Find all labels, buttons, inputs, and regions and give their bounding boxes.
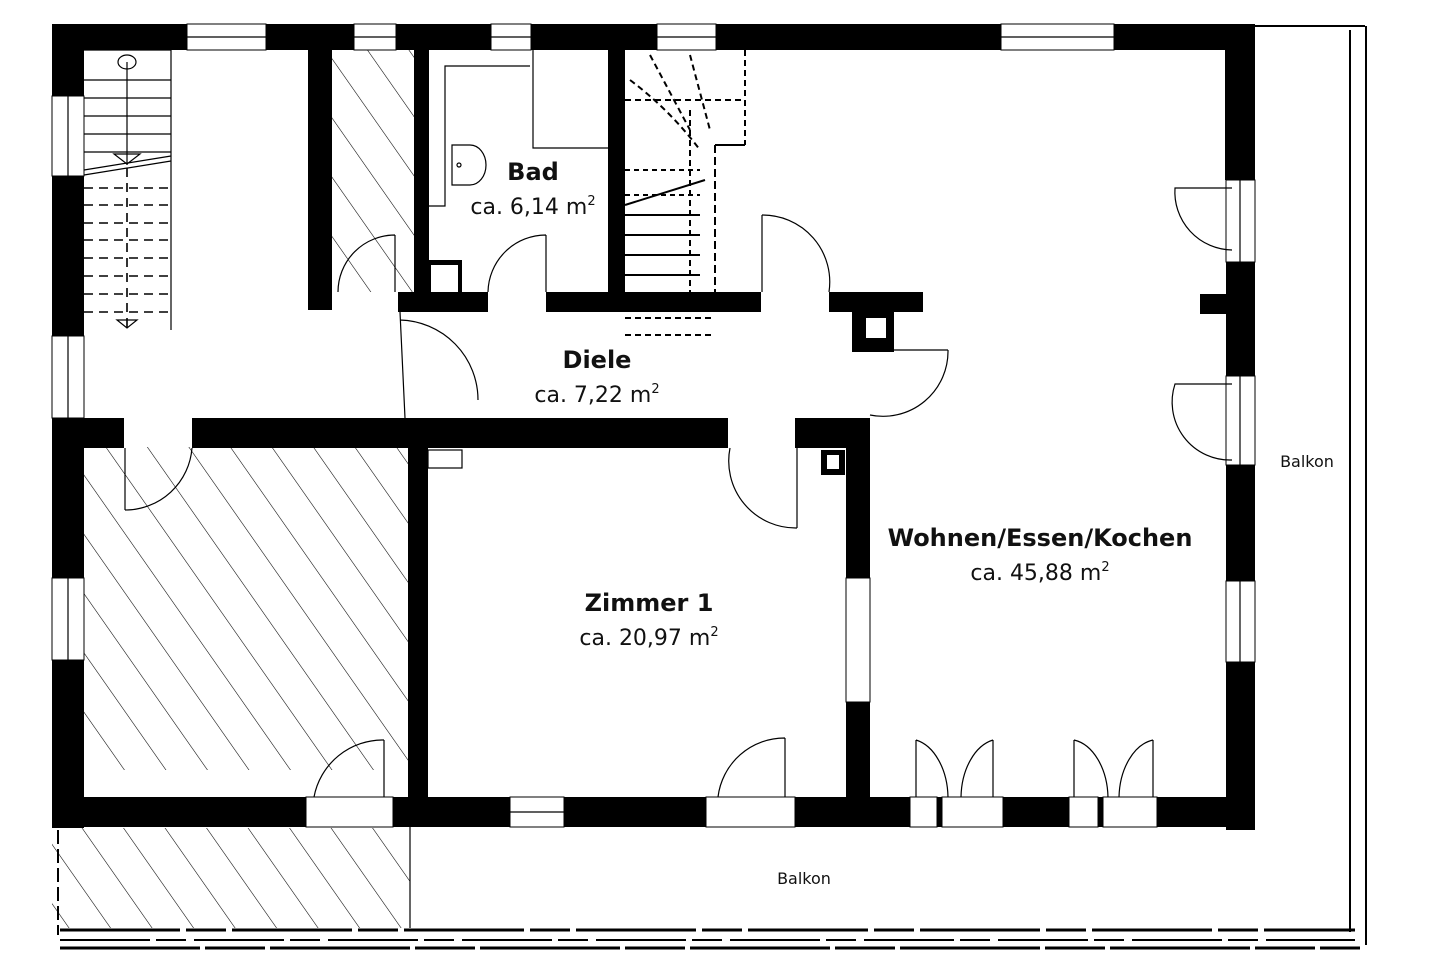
balcony-label-right: Balkon xyxy=(1280,452,1334,471)
bottom-railing xyxy=(57,830,1360,950)
room-label-wohnen-essen-kochen: Wohnen/Essen/Kochen ca. 45,88 m2 xyxy=(888,523,1193,589)
room-name: Diele xyxy=(562,346,632,374)
interior-walls xyxy=(52,50,923,802)
hatched-storage-area xyxy=(332,50,414,292)
bathroom-fixtures xyxy=(429,50,608,207)
room-name: Bad xyxy=(507,158,559,186)
room-name: Zimmer 1 xyxy=(584,589,714,617)
sink-icon xyxy=(451,144,487,186)
room-area: ca. 6,14 m2 xyxy=(470,194,596,220)
hatched-left-room xyxy=(83,447,408,770)
right-balcony-outline xyxy=(409,25,1367,945)
room-name: Wohnen/Essen/Kochen xyxy=(887,524,1193,552)
left-staircase xyxy=(83,49,172,330)
windows xyxy=(51,23,1256,828)
doors xyxy=(124,187,1233,828)
spiral-staircase xyxy=(624,50,746,336)
room-label-diele: Diele ca. 7,22 m2 xyxy=(534,345,659,411)
hatched-left-balcony xyxy=(52,828,410,928)
room-area: ca. 20,97 m2 xyxy=(579,625,719,651)
room-label-bad: Bad ca. 6,14 m2 xyxy=(470,157,595,223)
balcony-label-bottom: Balkon xyxy=(777,869,831,888)
room-area: ca. 45,88 m2 xyxy=(970,560,1110,586)
room-area: ca. 7,22 m2 xyxy=(534,382,660,408)
outer-walls xyxy=(52,24,1255,830)
room-label-zimmer-1: Zimmer 1 ca. 20,97 m2 xyxy=(579,588,718,654)
